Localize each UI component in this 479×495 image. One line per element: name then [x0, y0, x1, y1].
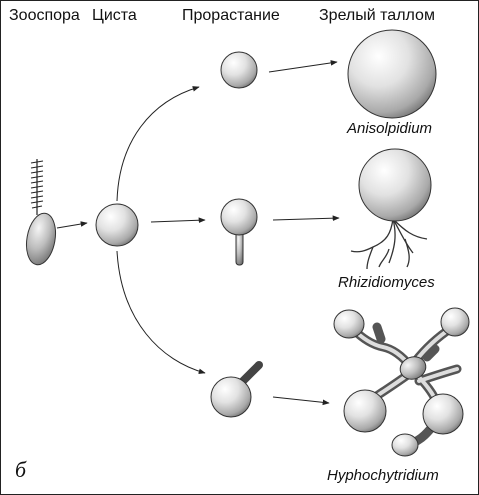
arrow-cyst-to-bottom	[117, 251, 205, 373]
arrow-to-hyphochytridium	[273, 397, 329, 403]
germling-bottom	[211, 365, 259, 417]
arrow-cyst-to-top	[117, 87, 199, 201]
germling-top	[221, 52, 257, 88]
arrow-cyst-to-middle	[151, 220, 205, 222]
hyphochytridium-thallus	[334, 308, 469, 456]
panel-label: б	[15, 457, 26, 483]
anisolpidium-thallus	[348, 30, 436, 118]
rhizidiomyces-thallus	[351, 149, 431, 269]
label-cyst: Циста	[92, 7, 137, 25]
label-zoospore: Зооспора	[9, 7, 80, 25]
label-mature-thallus: Зрелый таллом	[319, 7, 435, 25]
cyst	[96, 204, 138, 246]
zoospore	[23, 159, 60, 267]
arrow-to-anisolpidium	[269, 62, 337, 72]
arrow-to-cyst	[57, 223, 87, 228]
label-hyphochytridium: Hyphochytridium	[327, 467, 439, 484]
label-rhizidiomyces: Rhizidiomyces	[338, 274, 435, 291]
germling-middle	[221, 199, 257, 265]
arrow-to-rhizidiomyces	[273, 218, 339, 220]
label-anisolpidium: Anisolpidium	[347, 120, 432, 137]
label-germination: Прорастание	[182, 7, 280, 25]
